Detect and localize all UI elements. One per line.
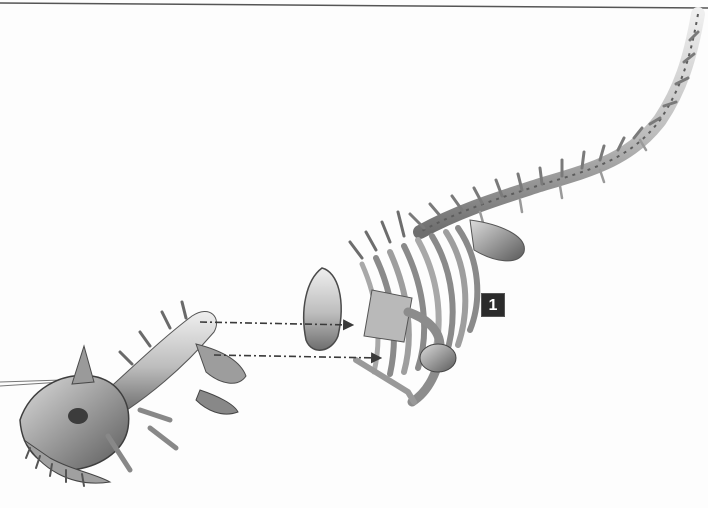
scapula <box>304 268 341 350</box>
pelvis <box>470 220 524 261</box>
skeleton-body <box>304 14 698 402</box>
cervical-plate <box>196 344 246 383</box>
horn <box>72 346 94 384</box>
skeleton-head-neck <box>0 302 246 486</box>
callout-number-badge: 1 <box>481 293 505 317</box>
forelimb-joint <box>420 344 456 372</box>
dorsal-spines <box>350 212 404 258</box>
chest-plate <box>364 290 412 342</box>
tail-spine <box>420 14 698 232</box>
frame-top-line <box>0 3 708 8</box>
eye-socket <box>68 408 88 424</box>
assembly-arrows <box>200 322 380 358</box>
dashed-arrow-lower <box>214 355 380 358</box>
